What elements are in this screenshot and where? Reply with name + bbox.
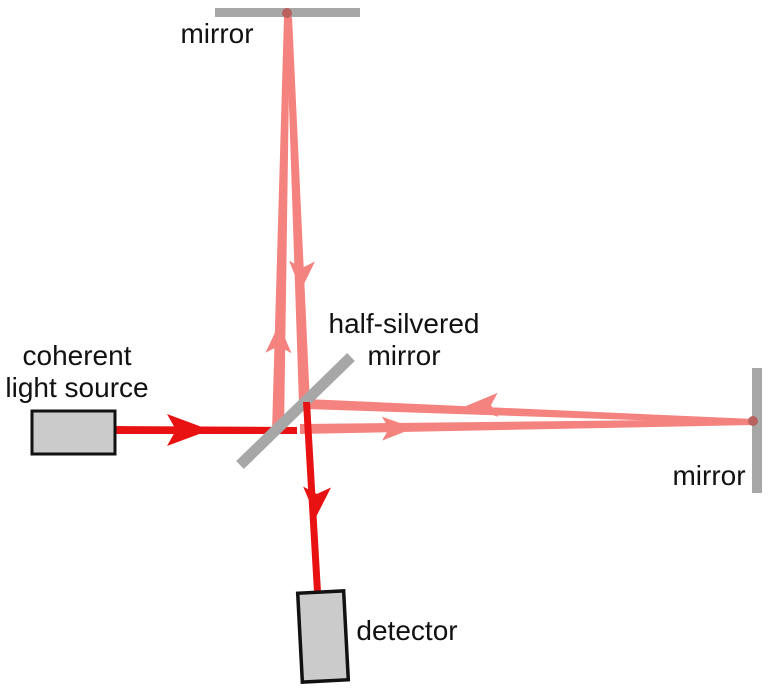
source-label-line2: light source xyxy=(5,372,149,403)
arrowhead-up xyxy=(265,324,292,354)
beam-top-mirror-to-splitter xyxy=(286,16,310,404)
beam-splitter-to-right-mirror xyxy=(300,419,754,434)
half-silvered-mirror-bar xyxy=(236,353,355,469)
arrowhead-right xyxy=(381,416,414,441)
half-silvered-mirror-label: half-silvered mirror xyxy=(329,308,480,372)
source-label-line1: coherent xyxy=(22,340,132,371)
arrowhead-down xyxy=(289,260,315,290)
right-mirror-beam-spot xyxy=(748,416,758,426)
arrowhead-left xyxy=(466,392,499,417)
half-silvered-label-line2: mirror xyxy=(367,340,441,371)
right-mirror-label: mirror xyxy=(672,460,746,491)
arrowhead-source xyxy=(167,414,210,446)
half-silvered-label-line1: half-silvered xyxy=(328,308,480,339)
detector-label: detector xyxy=(356,615,458,646)
arrowhead-detector xyxy=(303,486,331,517)
right-mirror-bar xyxy=(752,368,762,493)
detector-box xyxy=(295,589,351,684)
beam-splitter-to-top-mirror xyxy=(272,16,290,431)
top-mirror-label: mirror xyxy=(180,18,254,49)
beam-right-mirror-to-splitter xyxy=(306,399,754,424)
source-label: coherent light source xyxy=(5,340,148,404)
top-mirror-beam-spot xyxy=(282,8,292,18)
source-box xyxy=(30,409,117,456)
